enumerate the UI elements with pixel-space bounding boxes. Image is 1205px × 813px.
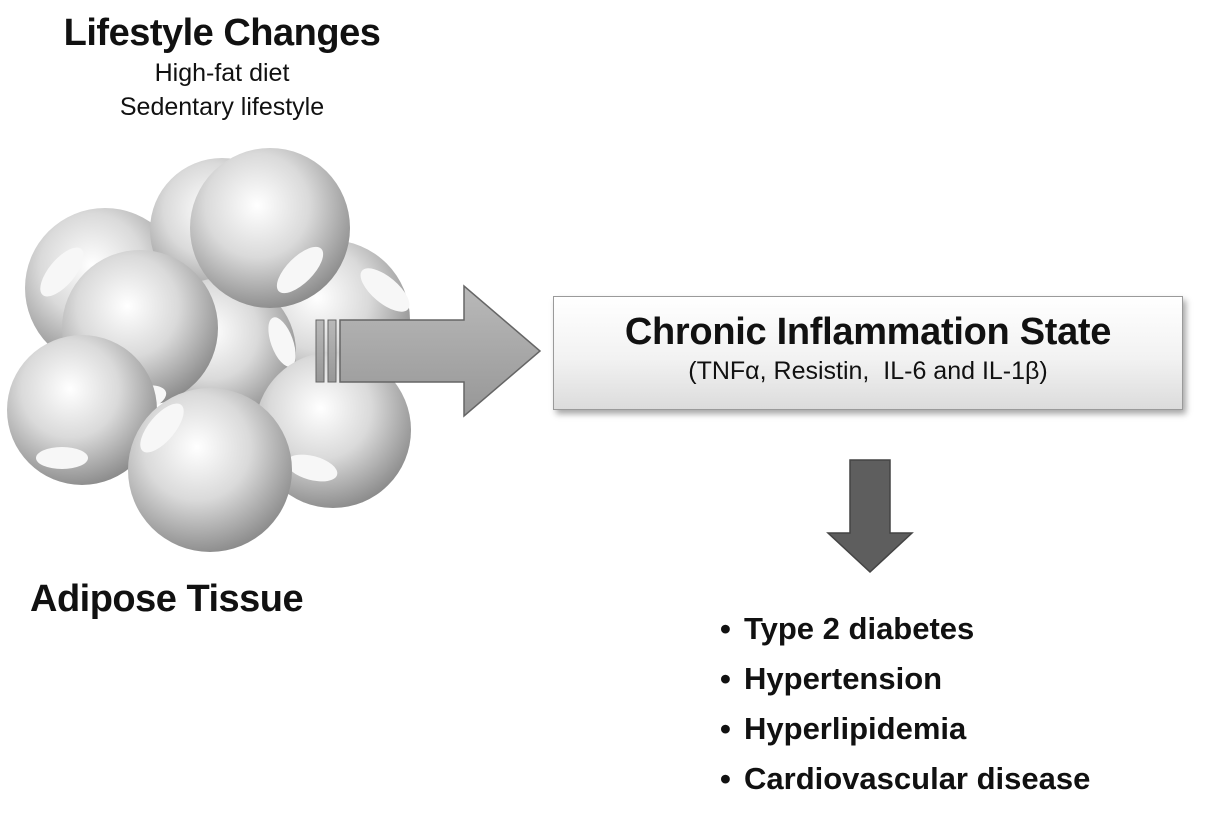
list-item: • Type 2 diabetes (720, 604, 1090, 654)
fat-cell (7, 335, 157, 485)
fat-cell (255, 352, 411, 508)
outcome-label: Hyperlipidemia (744, 711, 967, 746)
list-item: • Hypertension (720, 654, 1090, 704)
fat-cell (128, 388, 292, 552)
bullet-icon: • (720, 711, 731, 746)
disease-outcomes-list: • Type 2 diabetes • Hypertension • Hyperlip… (720, 604, 1090, 804)
bullet-icon: • (720, 661, 731, 696)
right-arrow-icon (315, 284, 542, 418)
down-arrow-icon (826, 459, 914, 574)
bullet-icon: • (720, 611, 731, 646)
adipose-tissue-label: Adipose Tissue (30, 578, 304, 620)
lifestyle-changes: Lifestyle Changes High-fat diet Sedentar… (12, 10, 432, 124)
inflammation-state-title: Chronic Inflammation State (624, 311, 1112, 353)
outcome-label: Cardiovascular disease (744, 761, 1091, 796)
inflammation-state-box: Chronic Inflammation State (TNFα, Resist… (553, 296, 1183, 410)
lifestyle-factor: High-fat diet (154, 59, 290, 87)
list-item: • Hyperlipidemia (720, 704, 1090, 754)
lifestyle-title: Lifestyle Changes (63, 12, 381, 54)
inflammation-markers: (TNFα, Resistin, IL-6 and IL-1β) (688, 357, 1048, 385)
lifestyle-factor: Sedentary lifestyle (119, 93, 325, 121)
outcome-label: Hypertension (744, 661, 943, 696)
outcome-label: Type 2 diabetes (744, 611, 975, 646)
fat-cell (190, 148, 350, 308)
bullet-icon: • (720, 761, 731, 796)
list-item: • Cardiovascular disease (720, 754, 1090, 804)
